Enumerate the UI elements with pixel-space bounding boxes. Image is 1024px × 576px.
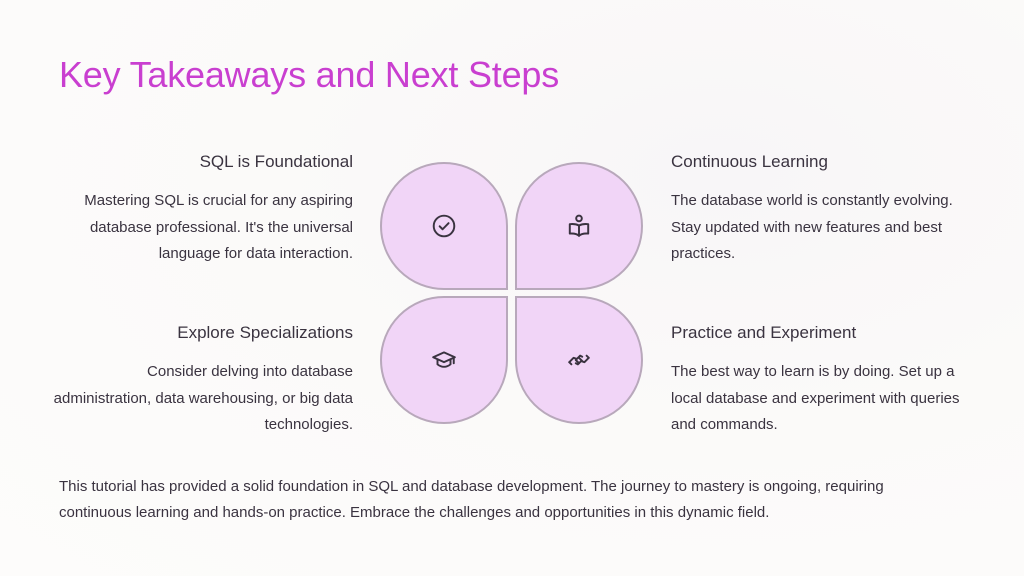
petal-bottom-right (515, 296, 643, 424)
slide-title: Key Takeaways and Next Steps (59, 54, 560, 95)
takeaway-heading: Practice and Experiment (671, 323, 857, 342)
takeaway-practice-experiment: Practice and Experiment The best way to … (671, 323, 971, 439)
takeaway-body: Mastering SQL is crucial for any aspirin… (84, 192, 353, 262)
petal-bottom-left (380, 296, 508, 424)
takeaway-body: Consider delving into database administr… (53, 363, 353, 433)
takeaway-continuous-learning: Continuous Learning The database world i… (671, 152, 971, 268)
petal-top-left (380, 162, 508, 290)
takeaway-explore-specializations: Explore Specializations Consider delving… (53, 323, 353, 439)
check-circle-icon (432, 214, 456, 238)
takeaway-heading: SQL is Foundational (199, 152, 353, 171)
graduation-cap-icon (432, 351, 456, 368)
takeaway-body: The best way to learn is by doing. Set u… (671, 363, 960, 433)
petal-top-right (515, 162, 643, 290)
takeaway-sql-foundational: SQL is Foundational Mastering SQL is cru… (53, 152, 353, 268)
handshake-icon (568, 354, 590, 366)
takeaway-heading: Explore Specializations (177, 323, 353, 342)
reader-book-icon (568, 214, 590, 237)
takeaway-body: The database world is constantly evolvin… (671, 192, 953, 262)
summary-paragraph: This tutorial has provided a solid found… (59, 478, 884, 521)
takeaway-heading: Continuous Learning (671, 152, 828, 171)
